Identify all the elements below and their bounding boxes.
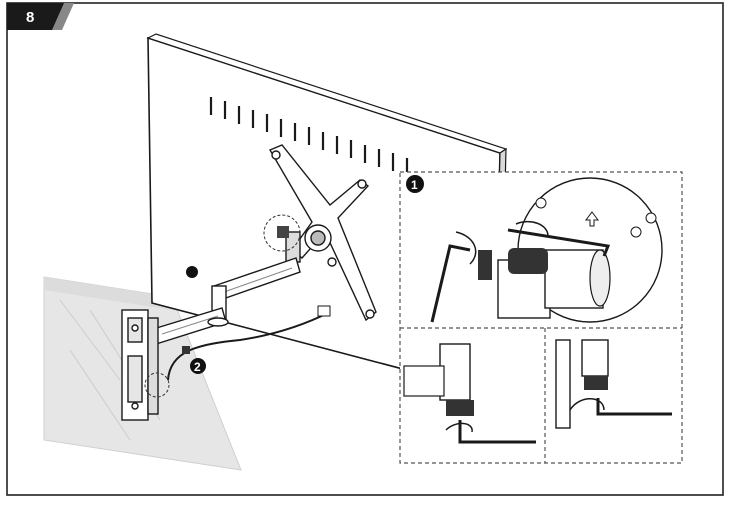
step-badge: 8 — [7, 3, 74, 30]
cable — [167, 311, 331, 381]
cable-slot — [317, 305, 331, 317]
detail-lower-left — [403, 343, 536, 444]
callout-2-number: 2 — [194, 360, 201, 374]
detail-knob-adjustment — [430, 177, 663, 323]
hex-key-3 — [458, 420, 536, 444]
rotate-arrow-icon — [455, 231, 477, 265]
knob-highlight-circle — [263, 214, 301, 252]
hex-key-4 — [596, 398, 672, 416]
detail-lower-right — [555, 339, 672, 429]
lower-knob-highlight — [144, 372, 170, 398]
callout-1: 1 — [406, 175, 424, 193]
callout-1-number: 1 — [411, 178, 418, 192]
wall-plate — [121, 309, 159, 421]
step-number: 8 — [26, 9, 34, 26]
reference-dot — [186, 266, 198, 278]
hex-key-1 — [430, 244, 471, 323]
tension-knob-large — [508, 248, 548, 274]
rotate-arrow-icon-2 — [515, 220, 549, 237]
tension-knob-small — [277, 226, 289, 238]
vesa-bracket — [268, 144, 377, 322]
up-arrow-icon — [585, 211, 599, 227]
hex-key-2 — [507, 228, 611, 257]
articulating-arm — [149, 231, 301, 345]
callout-2: 2 — [190, 358, 206, 374]
cable-clip — [182, 346, 190, 354]
vent-slots — [209, 97, 409, 176]
